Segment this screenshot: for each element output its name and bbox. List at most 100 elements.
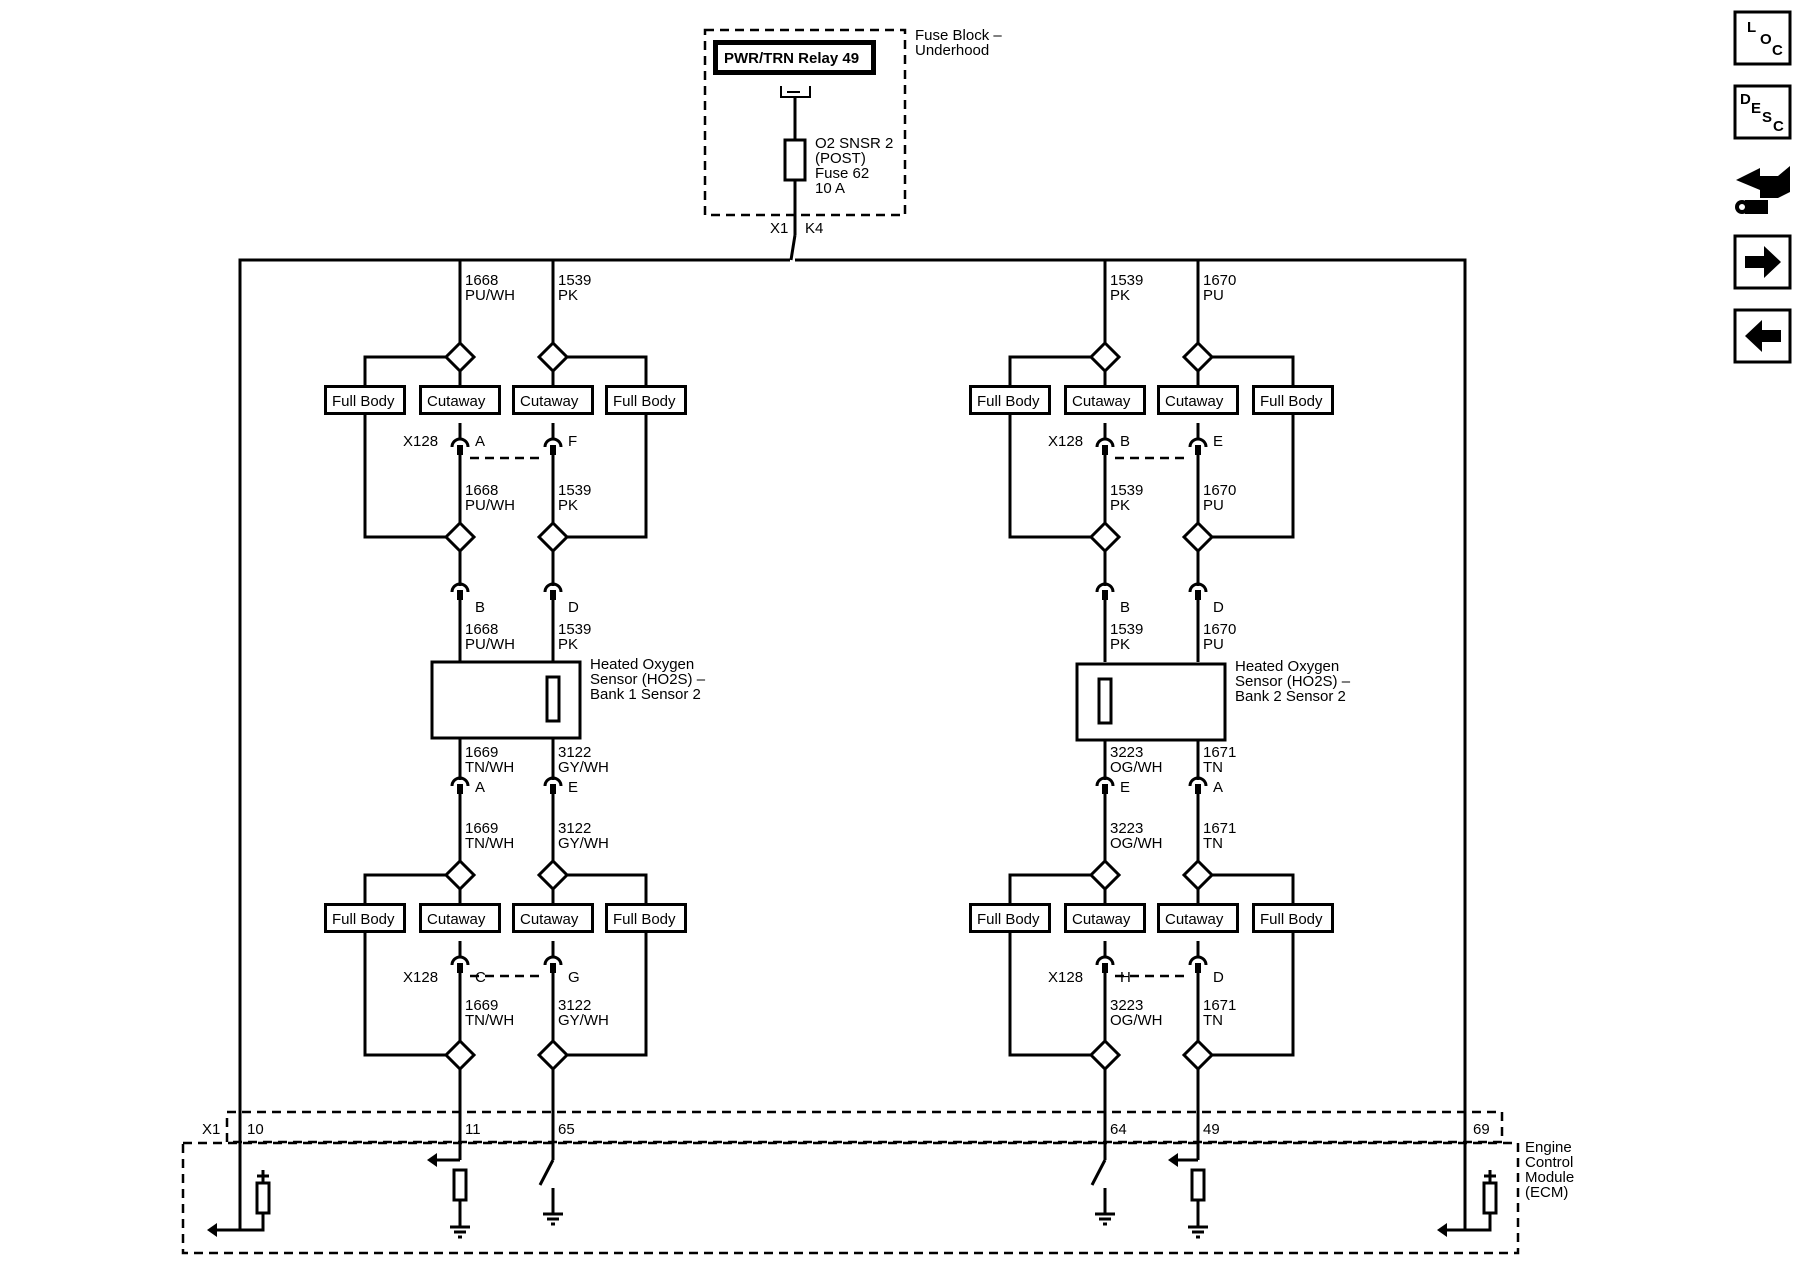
loc-letter-1: L — [1747, 19, 1756, 36]
heater-element — [1097, 677, 1113, 725]
splice-diamond — [1088, 1038, 1122, 1072]
connector-pin — [550, 963, 556, 973]
wire-1670-mid-circuit: 1670 — [1203, 482, 1236, 499]
inline-connector — [450, 437, 470, 448]
connector-pin — [1195, 590, 1201, 600]
pin-e-sensor2-low: E — [1120, 779, 1130, 796]
wire-1671-sensor-color: TN — [1203, 759, 1223, 776]
wire-3223-lower-circuit: 3223 — [1110, 820, 1143, 837]
wire-1671-bottom-circuit: 1671 — [1203, 997, 1236, 1014]
pin-d-lower: D — [1213, 969, 1224, 986]
connector-pin — [550, 784, 556, 794]
wire-1669-bottom-color: TN/WH — [465, 1012, 514, 1029]
pin-h-lower: H — [1120, 969, 1131, 986]
sensor1-name-2: Sensor (HO2S) – — [590, 671, 706, 688]
previous-page-button[interactable] — [1733, 308, 1792, 364]
wire-1539-sensor2-circuit: 1539 — [1110, 621, 1143, 638]
fuse-drop — [789, 234, 797, 261]
pin-a-sensor2-low: A — [1213, 779, 1223, 796]
full-body-path — [1008, 873, 1091, 1057]
repair-procedure-button[interactable] — [1735, 166, 1790, 214]
location-button[interactable]: L O C — [1733, 10, 1792, 66]
connector-pin — [1102, 590, 1108, 600]
pin-b-sensor1: B — [475, 599, 485, 616]
pin-d-sensor2: D — [1213, 599, 1224, 616]
wire-3223-sensor-color: OG/WH — [1110, 759, 1163, 776]
sensor2-name-3: Bank 2 Sensor 2 — [1235, 688, 1346, 705]
splice-diamond — [1181, 520, 1215, 554]
description-button[interactable]: D E S C — [1733, 84, 1792, 140]
splice-diamond — [536, 858, 570, 892]
wire-1539-top-left-color: PK — [558, 287, 578, 304]
cutaway-box-label: Cutaway — [427, 393, 486, 410]
connector-pin — [457, 590, 463, 600]
splice-diamond — [1181, 340, 1215, 374]
pin11-resistor — [452, 1168, 468, 1202]
full-body-path — [567, 873, 648, 1057]
pin69-resistor — [1482, 1181, 1498, 1215]
splice-diamond — [1181, 1038, 1215, 1072]
wire-1539-sensor1-color: PK — [558, 636, 578, 653]
pin-d-sensor1: D — [568, 599, 579, 616]
wire-1668-sensor-color: PU/WH — [465, 636, 515, 653]
x128-label-lower-right: X128 — [1048, 969, 1083, 986]
fuse-block-pin: K4 — [805, 220, 823, 237]
ecm-pin-11: 11 — [465, 1121, 481, 1138]
wires — [215, 86, 1496, 1239]
inline-connector — [450, 955, 470, 966]
wire-1539-top-left-circuit: 1539 — [558, 272, 591, 289]
ecm-pin-69: 69 — [1473, 1121, 1490, 1138]
splice-diamond — [1088, 340, 1122, 374]
fuse-block-outline — [703, 28, 907, 217]
inline-connector — [1188, 437, 1208, 448]
pin10-arrow — [207, 1223, 217, 1237]
wire-3223-bottom-circuit: 3223 — [1110, 997, 1143, 1014]
ecm-connector-label: X1 — [202, 1121, 220, 1138]
ecm-outline — [181, 1141, 1520, 1255]
cutaway-box-inner — [515, 388, 591, 412]
fuse-block-connector: X1 — [770, 220, 788, 237]
full-body-path — [363, 355, 446, 539]
wire-1670-top-circuit: 1670 — [1203, 272, 1236, 289]
splice-diamond — [443, 1038, 477, 1072]
ecm-pin-64: 64 — [1110, 1121, 1127, 1138]
wire-3122-lower-color: GY/WH — [558, 835, 609, 852]
wire-1671-bottom-color: TN — [1203, 1012, 1223, 1029]
full-body-path — [1008, 355, 1091, 539]
relay-inner — [718, 45, 871, 70]
wire-1539-mid-right-circuit: 1539 — [1110, 482, 1143, 499]
full-body-box-inner — [1255, 388, 1331, 412]
pin65-switch — [538, 1159, 555, 1186]
wire-1539-sensor1-circuit: 1539 — [558, 621, 591, 638]
wire-1669-sensor-circuit: 1669 — [465, 744, 498, 761]
cutaway-box-label: Cutaway — [520, 911, 579, 928]
wire-1539-mid-left-circuit: 1539 — [558, 482, 591, 499]
pin-c-lower: C — [475, 969, 486, 986]
full-body-box-inner — [608, 388, 684, 412]
sensor2-name-2: Sensor (HO2S) – — [1235, 673, 1351, 690]
pin10-ref — [240, 1213, 265, 1232]
wire-3122-sensor-circuit: 3122 — [558, 744, 591, 761]
wire-1669-lower-circuit: 1669 — [465, 820, 498, 837]
wire-3122-bottom-color: GY/WH — [558, 1012, 609, 1029]
cutaway-box-label: Cutaway — [1165, 393, 1224, 410]
full-body-box-inner — [327, 388, 403, 412]
desc-letter-3: S — [1762, 109, 1772, 126]
pin-a-sensor1-low: A — [475, 779, 485, 796]
full-body-box-label: Full Body — [613, 393, 676, 410]
inline-connector — [1188, 955, 1208, 966]
sensor-connector — [1095, 582, 1115, 593]
splice-diamond — [536, 520, 570, 554]
cutaway-box-label: Cutaway — [427, 911, 486, 928]
fuse-name: O2 SNSR 2 — [815, 135, 893, 152]
full-body-path — [567, 355, 648, 539]
next-page-button[interactable] — [1733, 234, 1792, 290]
wire-1671-sensor-circuit: 1671 — [1203, 744, 1236, 761]
fuse-name-2: (POST) — [815, 150, 866, 167]
splice-diamond — [443, 520, 477, 554]
pin69-ref — [1465, 1213, 1492, 1232]
cutaway-box-inner — [1160, 388, 1236, 412]
wire-1668-mid-color: PU/WH — [465, 497, 515, 514]
fuse-rating: 10 A — [815, 180, 845, 197]
